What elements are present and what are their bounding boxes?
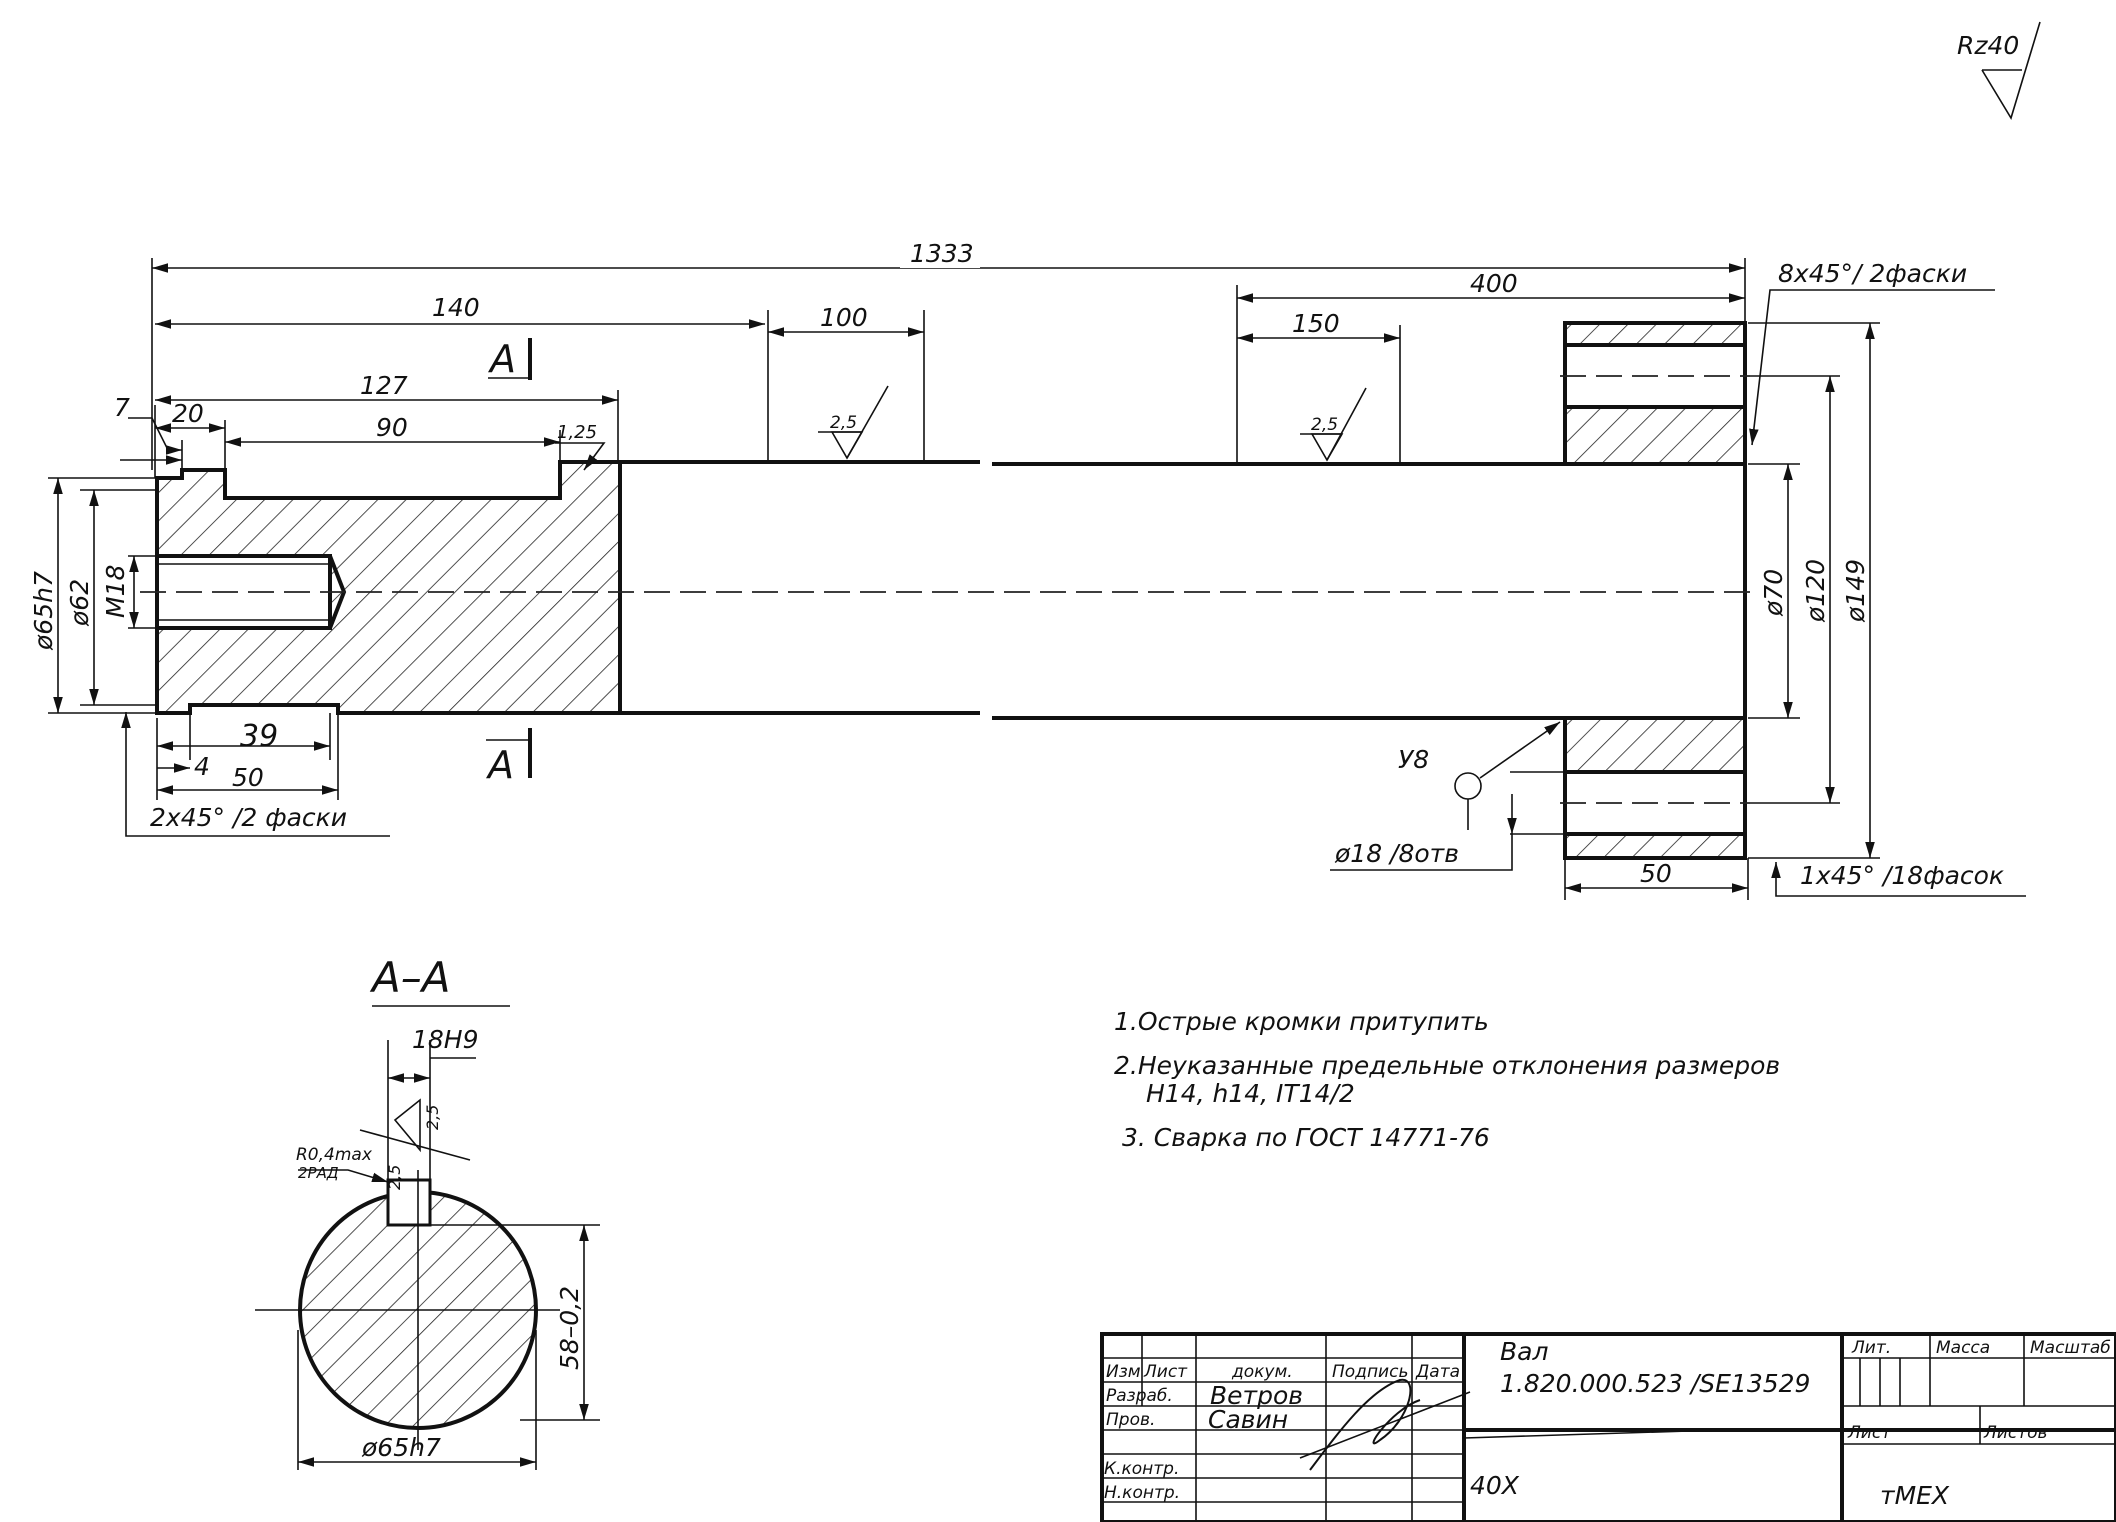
technical-notes: 1.Острые кромки притупить 2.Неуказанные …	[1114, 1007, 1780, 1152]
dim-m18: M18	[101, 565, 130, 618]
dim-dia149: ø149	[1841, 559, 1870, 623]
razrab-name: Ветров	[1210, 1381, 1303, 1410]
dim-dia70: ø70	[1759, 569, 1788, 617]
note-1: 1.Острые кромки притупить	[1114, 1007, 1489, 1036]
dim-20: 20	[172, 399, 204, 428]
dimensions-right: ø70 ø120 ø149 50 1x45° /18фасок ø18 /8от…	[1330, 322, 2026, 900]
section-title: А–А	[369, 953, 450, 1002]
dim-90: 90	[376, 413, 408, 442]
svg-text:2,5: 2,5	[423, 1105, 442, 1130]
note-3: 3. Сварка по ГОСТ 14771-76	[1122, 1123, 1490, 1152]
svg-text:Масштаб: Масштаб	[2030, 1338, 2111, 1358]
section-view-a-a: А–А 18H9 2,5 2,5 R0,4max 2РАД 58–0,2 ø65…	[255, 953, 600, 1470]
dim-key-depth: 58–0,2	[555, 1286, 584, 1370]
svg-text:Разраб.: Разраб.	[1106, 1386, 1173, 1406]
svg-text:Подпись: Подпись	[1332, 1362, 1408, 1382]
section-mark-top: A	[487, 337, 532, 381]
holes-note: ø18 /8отв	[1334, 839, 1459, 868]
surface-roughness-b: 2,5	[1300, 387, 1367, 462]
dim-7: 7	[114, 393, 130, 422]
dim-50-right: 50	[1640, 859, 1672, 888]
svg-text:2,5: 2,5	[385, 1165, 404, 1190]
dim-140: 140	[432, 293, 480, 322]
dim-150: 150	[1292, 309, 1340, 338]
svg-text:Дата: Дата	[1415, 1362, 1460, 1382]
dim-section-diameter: ø65h7	[361, 1433, 441, 1462]
svg-text:Н.контр.: Н.контр.	[1104, 1483, 1180, 1503]
chamfer-left-note: 2x45° /2 фаски	[150, 803, 347, 832]
dim-1333: 1333	[910, 239, 974, 268]
svg-text:Лист: Лист	[1143, 1362, 1188, 1382]
svg-text:Пров.: Пров.	[1106, 1410, 1155, 1430]
dim-1-25: 1,25	[557, 422, 597, 443]
chamfer-right-note: 1x45° /18фасок	[1800, 861, 2004, 890]
svg-text:2,5: 2,5	[830, 413, 857, 433]
radius-count: 2РАД	[298, 1164, 339, 1182]
part-designation: 1.820.000.523 /SE13529	[1500, 1369, 1810, 1398]
signature	[1309, 1378, 1421, 1471]
dim-100: 100	[820, 303, 868, 332]
dim-dia65h7: ø65h7	[29, 571, 58, 651]
svg-text:Изм: Изм	[1106, 1362, 1141, 1382]
svg-text:докум.: докум.	[1231, 1362, 1293, 1382]
weld-note: У8	[1398, 745, 1429, 774]
note-2-cont: H14, h14, IT14/2	[1146, 1079, 1355, 1108]
general-roughness-symbol: Rz40	[1957, 21, 2041, 120]
svg-text:A: A	[487, 337, 516, 381]
chamfer-top-note: 8x45°/ 2фаски	[1778, 259, 1967, 288]
material: 40Х	[1470, 1471, 1520, 1500]
dim-127: 127	[360, 371, 408, 400]
svg-text:Лит.: Лит.	[1851, 1338, 1891, 1358]
svg-text:Листов: Листов	[1983, 1423, 2048, 1443]
dim-4: 4	[194, 752, 210, 781]
title-block: Изм Лист докум. Подпись Дата Разраб. Про…	[1100, 1332, 2116, 1522]
svg-text:К.контр.: К.контр.	[1104, 1459, 1179, 1479]
svg-text:2,5: 2,5	[1311, 415, 1338, 435]
prov-name: Савин	[1208, 1405, 1288, 1434]
dim-400: 400	[1470, 269, 1518, 298]
dimensions-top: 1333 140 100 400 150 127 90 20	[114, 239, 1995, 498]
dim-50-left: 50	[232, 763, 264, 792]
dimensions-bottom-left: 39 4 50 2x45° /2 фаски	[121, 712, 390, 837]
part-name: Вал	[1500, 1337, 1548, 1366]
shaft-main-view	[140, 321, 1760, 860]
svg-text:Лист: Лист	[1847, 1423, 1892, 1443]
note-2: 2.Неуказанные предельные отклонения разм…	[1114, 1051, 1780, 1080]
svg-text:Масса: Масса	[1936, 1338, 1990, 1358]
section-mark-bottom: A	[485, 728, 532, 787]
dim-dia120: ø120	[1801, 559, 1830, 623]
dimensions-left: ø65h7 ø62 M18	[29, 477, 190, 714]
dim-key-width: 18H9	[412, 1025, 479, 1054]
radius-note: R0,4max	[296, 1145, 373, 1165]
svg-text:A: A	[485, 743, 514, 787]
general-roughness-label: Rz40	[1957, 31, 2019, 60]
dim-dia62: ø62	[65, 579, 94, 627]
surface-roughness-a: 2,5	[818, 385, 889, 460]
organization: тМЕХ	[1880, 1481, 1950, 1510]
dim-39: 39	[240, 719, 278, 754]
